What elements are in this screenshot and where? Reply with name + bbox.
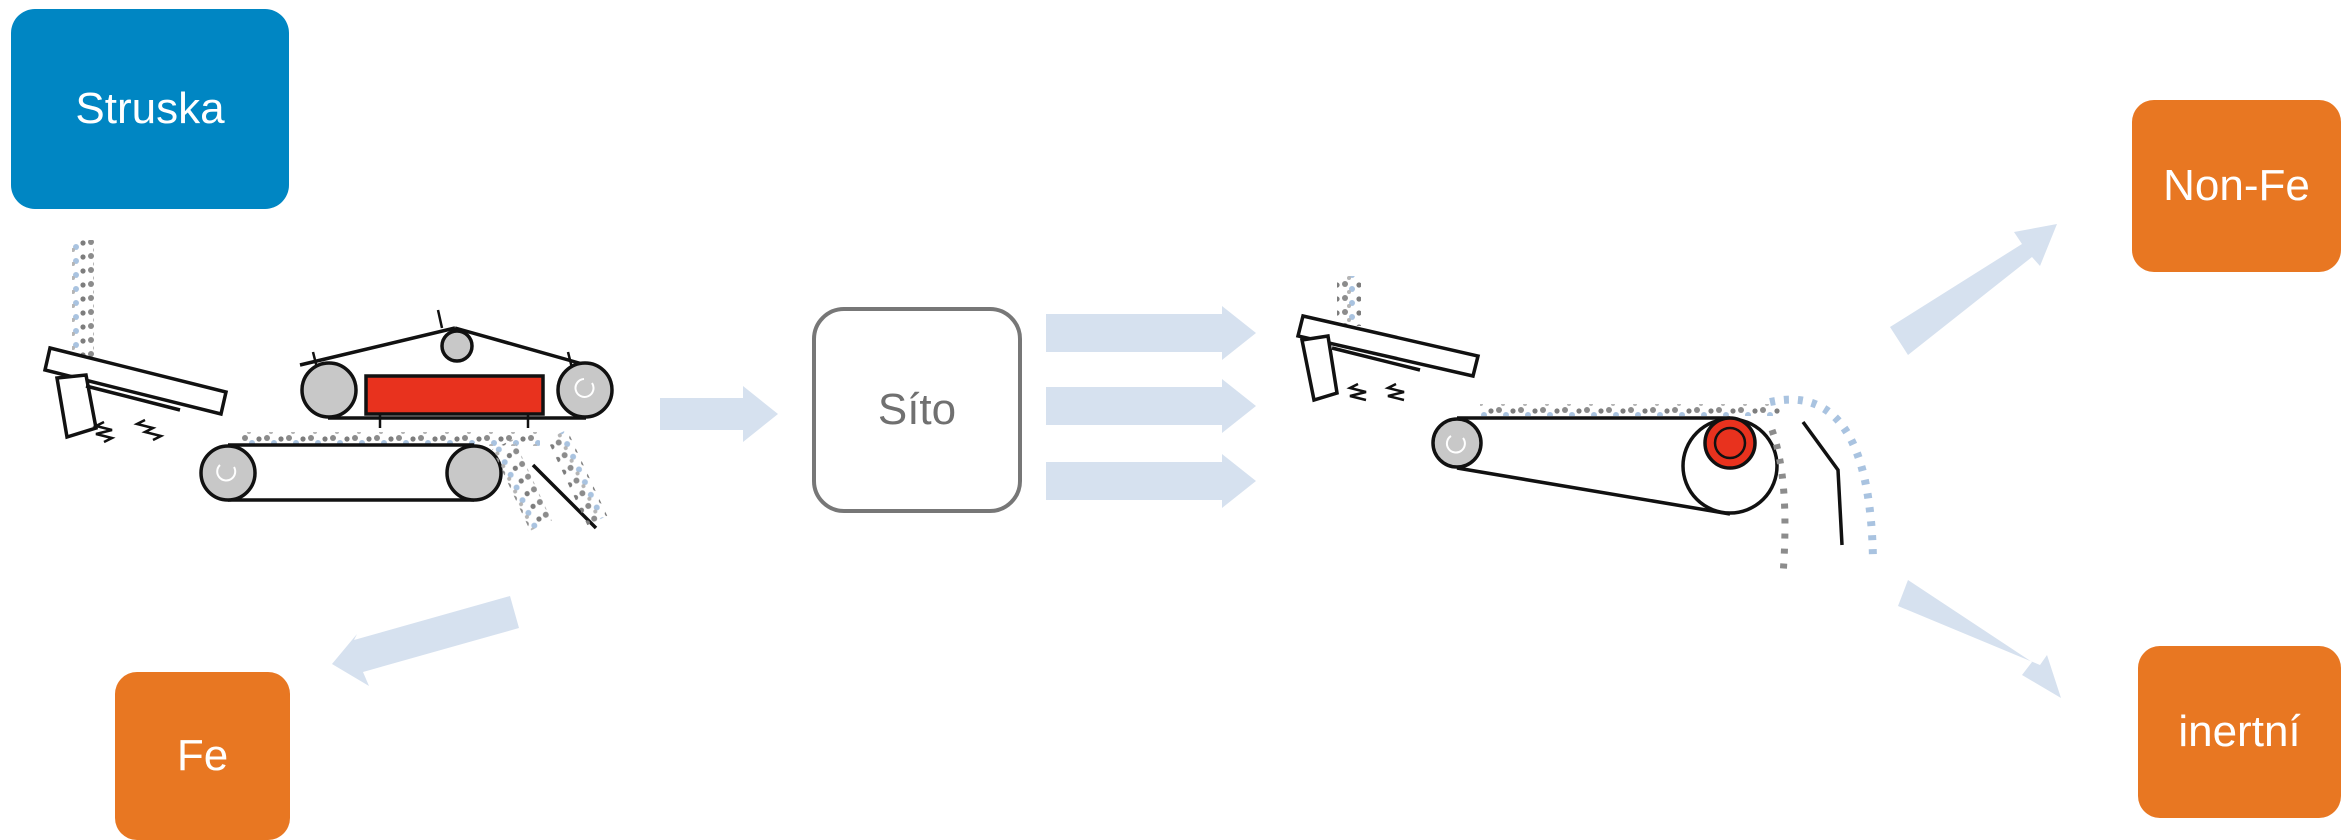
arrow-to-screen xyxy=(660,386,778,442)
arrow-to-inert xyxy=(1898,580,2061,698)
arrow-screen-out-1 xyxy=(1046,306,1256,360)
arrow-to-fe xyxy=(332,596,519,686)
output-node-inertni: inertní xyxy=(2138,646,2341,818)
magnetic-separator-icon xyxy=(42,240,614,531)
output-node-non-fe: Non-Fe xyxy=(2132,100,2341,272)
output-node-fe: Fe xyxy=(115,672,290,840)
arrow-screen-out-2 xyxy=(1046,379,1256,433)
magnet-block xyxy=(364,374,545,416)
input-node-struska: Struska xyxy=(11,9,289,209)
arrow-to-nonfe xyxy=(1890,224,2057,355)
screen-node-sito: Síto xyxy=(812,307,1022,513)
eddy-current-separator-icon xyxy=(1295,276,1877,576)
flow-arrows xyxy=(332,224,2061,698)
arrow-screen-out-3 xyxy=(1046,454,1256,508)
